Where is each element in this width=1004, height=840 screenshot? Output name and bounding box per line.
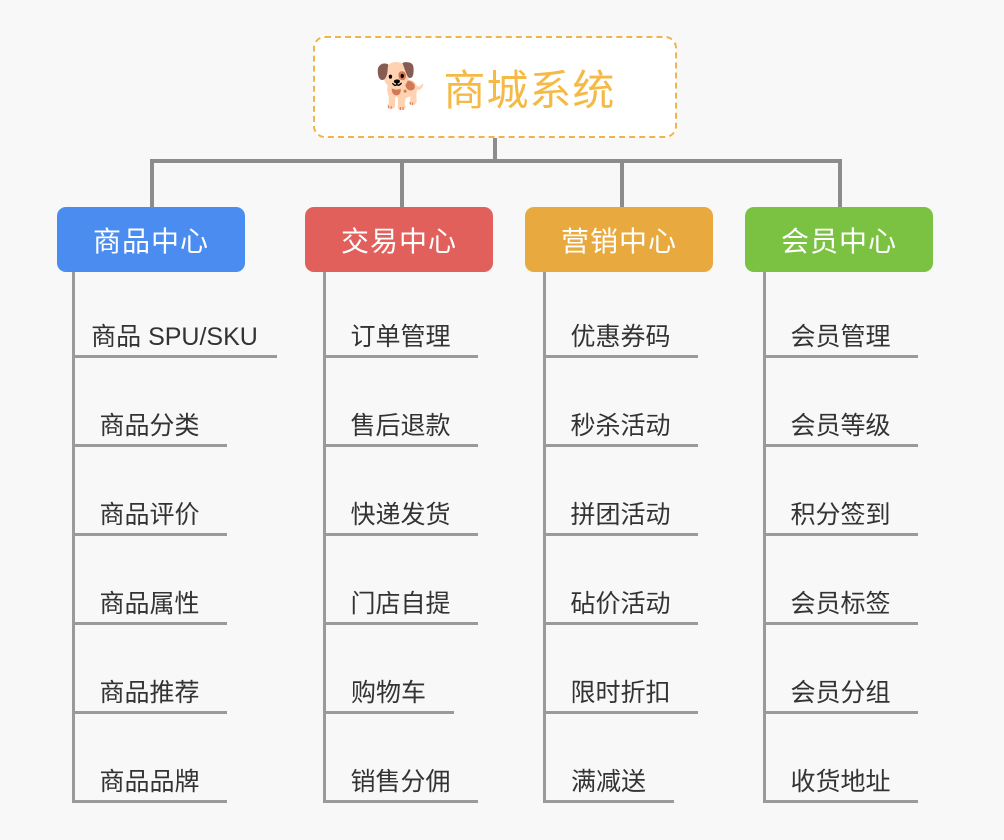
leaf-item-label: 商品分类 — [99, 411, 200, 440]
leaf-item[interactable]: 限时折扣 — [543, 668, 698, 714]
leaf-item[interactable]: 购物车 — [323, 668, 454, 714]
leaf-item-label: 优惠券码 — [570, 322, 671, 351]
category-header-label: 交易中心 — [340, 225, 457, 257]
connector-drop-trade-center — [400, 159, 404, 209]
category-header-label: 会员中心 — [780, 225, 897, 257]
column-spine-trade-center — [323, 272, 326, 803]
leaf-item-label: 会员管理 — [790, 322, 891, 351]
column-spine-member-center — [763, 272, 766, 803]
category-header-label: 商品中心 — [92, 225, 209, 257]
leaf-item-label: 售后退款 — [350, 411, 451, 440]
leaf-item[interactable]: 商品属性 — [72, 579, 227, 625]
leaf-item-label: 满减送 — [570, 767, 646, 796]
leaf-item-label: 订单管理 — [350, 322, 451, 351]
leaf-item[interactable]: 收货地址 — [763, 757, 918, 803]
root-node[interactable]: 🐕 商城系统 — [313, 36, 677, 138]
leaf-item[interactable]: 商品 SPU/SKU — [72, 312, 277, 358]
connector-drop-product-center — [150, 159, 154, 209]
leaf-item[interactable]: 订单管理 — [323, 312, 478, 358]
leaf-item[interactable]: 砧价活动 — [543, 579, 698, 625]
leaf-item[interactable]: 商品品牌 — [72, 757, 227, 803]
leaf-item-label: 秒杀活动 — [570, 411, 671, 440]
category-header-product-center[interactable]: 商品中心 — [57, 207, 245, 272]
leaf-item[interactable]: 门店自提 — [323, 579, 478, 625]
connector-drop-marketing-center — [620, 159, 624, 209]
connector-horizontal-bus — [150, 159, 838, 163]
leaf-item-label: 砧价活动 — [570, 589, 671, 618]
leaf-item-label: 商品 SPU/SKU — [91, 322, 258, 351]
connector-drop-member-center — [838, 159, 842, 209]
root-title: 商城系统 — [443, 66, 616, 114]
leaf-item[interactable]: 会员分组 — [763, 668, 918, 714]
leaf-item[interactable]: 优惠券码 — [543, 312, 698, 358]
category-header-member-center[interactable]: 会员中心 — [745, 207, 933, 272]
leaf-item[interactable]: 会员管理 — [763, 312, 918, 358]
leaf-item-label: 购物车 — [350, 678, 426, 707]
leaf-item[interactable]: 会员标签 — [763, 579, 918, 625]
category-header-trade-center[interactable]: 交易中心 — [305, 207, 493, 272]
category-header-label: 营销中心 — [560, 225, 677, 257]
leaf-item-label: 积分签到 — [790, 500, 891, 529]
leaf-item-label: 会员等级 — [790, 411, 891, 440]
leaf-item-label: 限时折扣 — [570, 678, 671, 707]
leaf-item[interactable]: 拼团活动 — [543, 490, 698, 536]
leaf-item-label: 商品评价 — [99, 500, 200, 529]
leaf-item[interactable]: 积分签到 — [763, 490, 918, 536]
leaf-item-label: 门店自提 — [350, 589, 451, 618]
leaf-item-label: 商品推荐 — [99, 678, 200, 707]
leaf-item-label: 商品属性 — [99, 589, 200, 618]
shiba-dog-face-icon: 🐕 — [374, 62, 430, 111]
leaf-item-label: 拼团活动 — [570, 500, 671, 529]
leaf-item-label: 会员分组 — [790, 678, 891, 707]
leaf-item-label: 快递发货 — [350, 500, 451, 529]
leaf-item-label: 商品品牌 — [99, 767, 200, 796]
category-header-marketing-center[interactable]: 营销中心 — [525, 207, 713, 272]
connector-root-stem — [493, 138, 497, 162]
leaf-item[interactable]: 商品评价 — [72, 490, 227, 536]
leaf-item-label: 收货地址 — [790, 767, 891, 796]
leaf-item[interactable]: 商品推荐 — [72, 668, 227, 714]
leaf-item[interactable]: 销售分佣 — [323, 757, 478, 803]
leaf-item[interactable]: 秒杀活动 — [543, 401, 698, 447]
leaf-item-label: 销售分佣 — [350, 767, 451, 796]
leaf-item[interactable]: 快递发货 — [323, 490, 478, 536]
leaf-item[interactable]: 商品分类 — [72, 401, 227, 447]
leaf-item[interactable]: 会员等级 — [763, 401, 918, 447]
column-spine-product-center — [72, 272, 75, 803]
leaf-item-label: 会员标签 — [790, 589, 891, 618]
column-spine-marketing-center — [543, 272, 546, 803]
leaf-item[interactable]: 满减送 — [543, 757, 674, 803]
leaf-item[interactable]: 售后退款 — [323, 401, 478, 447]
